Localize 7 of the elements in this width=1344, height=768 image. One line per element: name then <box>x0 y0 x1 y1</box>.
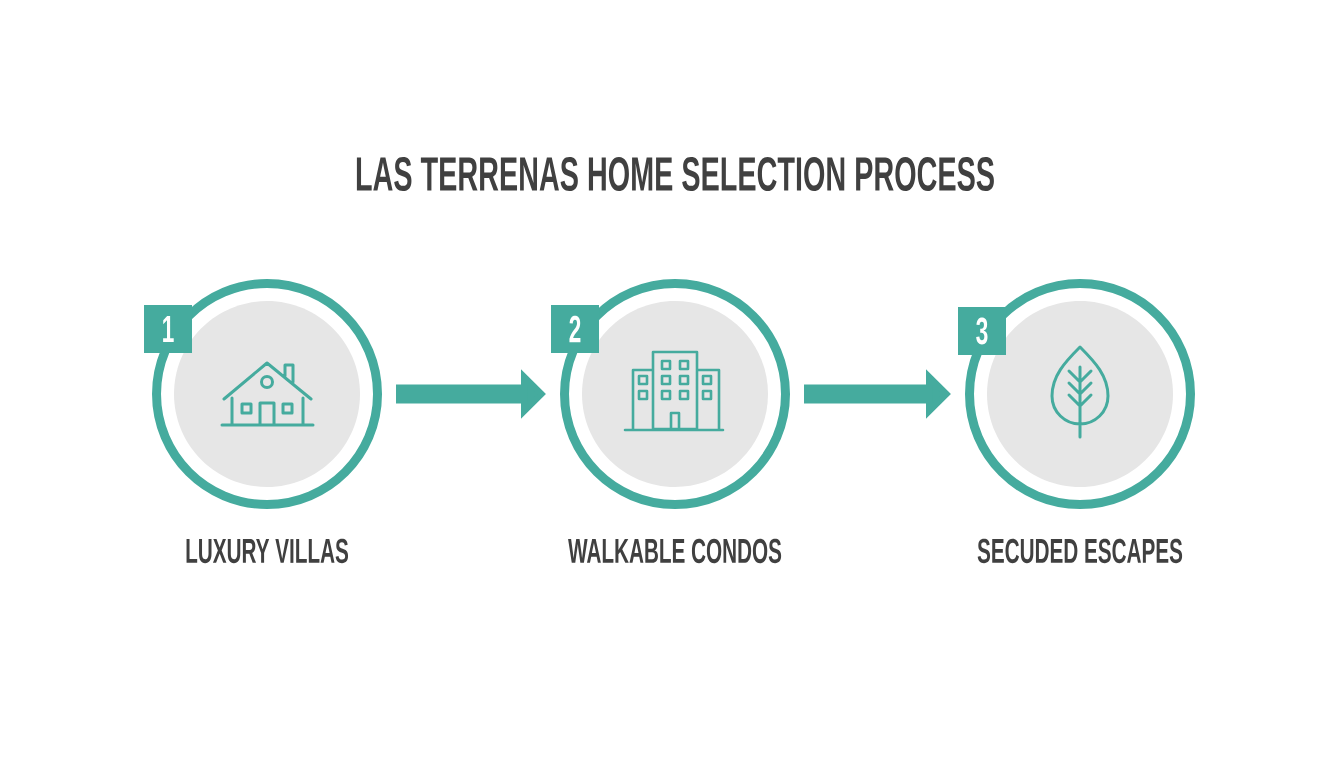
number-badge: 1 <box>144 305 192 353</box>
step-label: LUXURY VILLAS <box>186 538 349 564</box>
title: LAS TERRENAS HOME SELECTION PROCESS <box>356 157 994 191</box>
number-badge: 2 <box>551 305 599 353</box>
number-badge: 3 <box>958 307 1006 355</box>
step-label: WALKABLE CONDOS <box>568 538 782 564</box>
step-label: SECUDED ESCAPES <box>977 538 1183 564</box>
